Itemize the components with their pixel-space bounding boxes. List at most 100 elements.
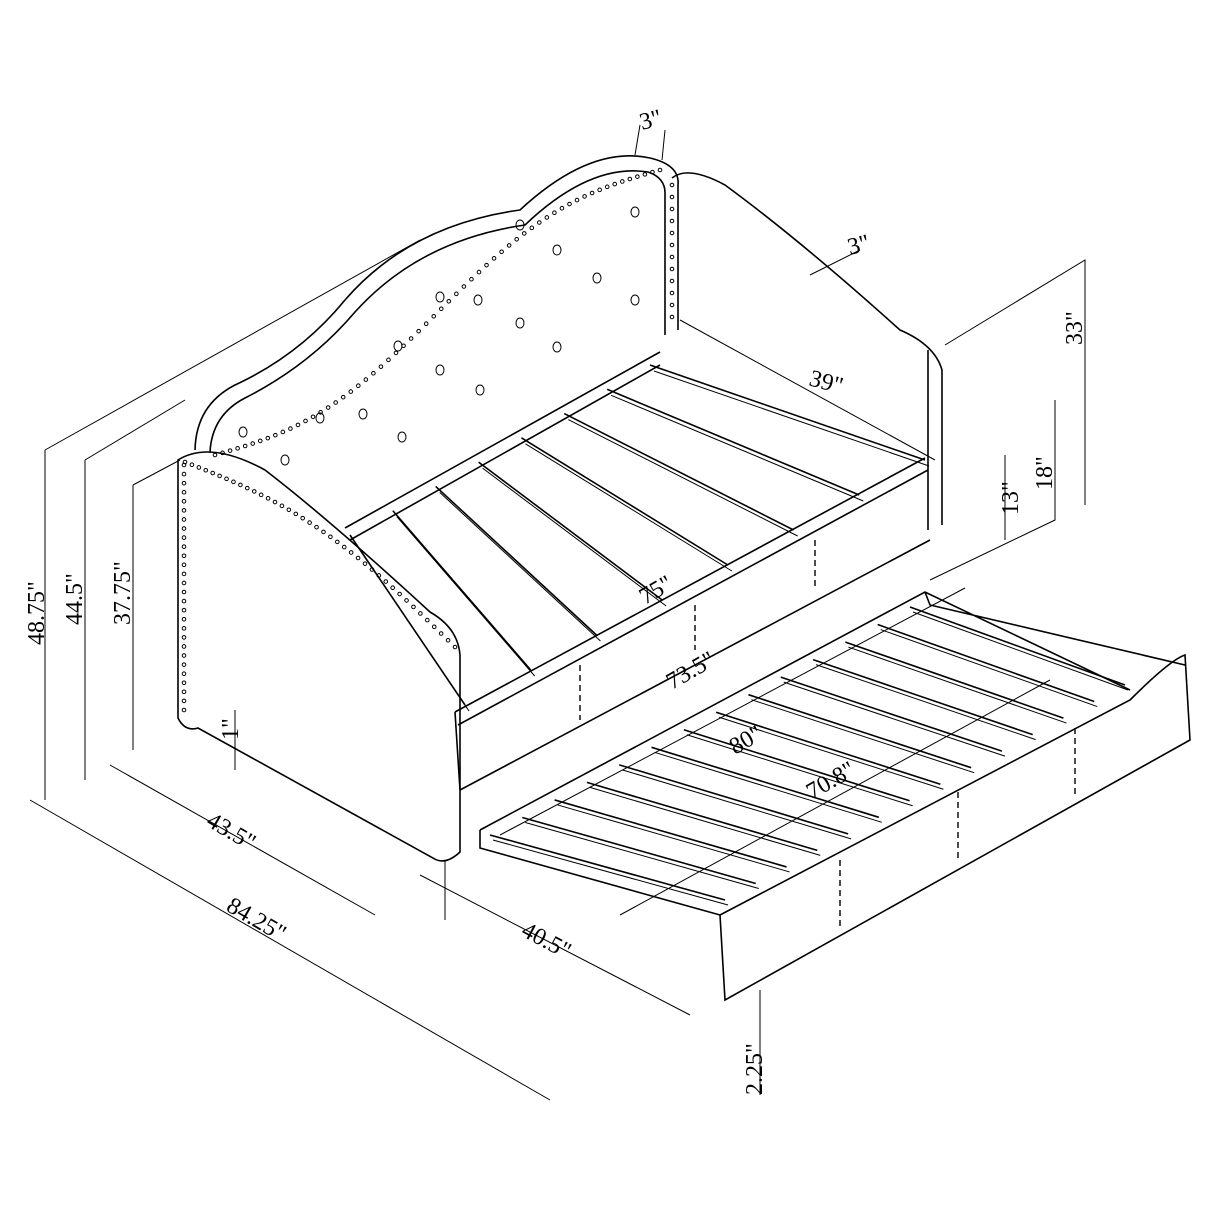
nailhead [484,262,489,268]
trundle-slat-edge [719,716,944,790]
nailhead [273,432,278,438]
nailhead [589,190,595,196]
nailhead [582,194,587,199]
trundle-slat [683,729,910,802]
nailhead [552,210,557,216]
trundle-frame [479,591,1191,1002]
dim-inner-width: 39" [806,366,845,400]
nailhead [310,414,316,420]
nailhead [445,637,451,643]
nailhead [521,231,527,236]
slat-edge [396,516,536,677]
dim-overall-height: 48.75" [24,581,50,645]
nailhead [348,550,354,555]
nailhead [220,450,225,456]
slat [563,412,794,531]
nailhead [476,269,482,275]
trundle-slat [651,746,880,819]
nailhead [235,446,240,451]
nailhead [227,448,233,453]
slat-edge [353,540,470,712]
nailhead [272,499,278,505]
nailhead [383,579,389,584]
nailhead [567,201,572,207]
trundle-slat-edge [848,646,1067,724]
nailhead [423,321,429,327]
trundle-slat-edge [686,734,913,807]
nailhead [452,644,458,650]
nailhead [642,172,648,177]
nailhead [196,465,202,470]
nailhead [231,479,236,485]
slat [521,437,729,566]
slat-edge [525,443,733,572]
nailhead [371,370,376,376]
trundle-slat [780,676,1003,752]
nailhead [181,598,187,604]
nailhead [181,580,187,586]
nailhead [335,539,340,545]
nailhead [418,611,423,616]
nailhead [181,680,187,686]
trundle-slat-edge [912,611,1129,691]
dim-trundle-clearance: 2.25" [742,1043,768,1095]
trundle-slat [845,641,1064,719]
tuft-button [358,408,368,420]
front-rail [454,457,931,791]
tuft-button [315,412,325,424]
nailhead [181,698,187,704]
nailhead [181,498,187,504]
nailhead [181,544,187,549]
slat [392,510,532,671]
tuft-button [435,291,445,303]
nailhead [604,184,610,190]
nailhead [669,194,675,200]
slat-edge [568,419,798,537]
trundle-slats [489,606,1129,906]
dim-rail-height: 13" [998,481,1024,515]
nailhead [669,290,675,296]
nailhead [431,313,437,319]
nailhead [362,561,368,566]
nailhead [378,364,384,369]
nailhead [341,544,347,550]
slat [478,461,663,601]
slat [649,364,926,461]
nailhead [181,671,187,677]
nailhead [242,443,248,449]
nailhead [181,526,187,531]
trundle-slat-edge [880,629,1098,708]
nailhead [669,182,675,188]
slat [606,388,860,496]
trundle-slat-edge [622,769,852,840]
nailhead [446,298,452,304]
nailhead [181,571,187,577]
tuft-button [552,244,562,256]
trundle-slat-edge [751,699,975,774]
trundle-slat-edge [654,751,882,823]
trundle-slat [522,816,756,885]
nailhead [217,473,222,479]
nailhead [181,653,187,658]
dim-leg-height: 1" [218,718,244,740]
nailhead [404,598,409,603]
nailhead [203,467,209,473]
nailhead [393,350,399,356]
nailhead [438,306,444,312]
nailhead [669,254,675,260]
nailhead [544,215,550,220]
nailhead [181,489,187,495]
nailhead [181,562,187,568]
tuft-button [473,294,483,306]
trundle-slat [748,693,972,769]
tuft-button [475,384,485,396]
nailhead [181,707,187,713]
nailhead [181,689,187,695]
dim-overall-length: 84.25" [222,893,290,947]
nailhead [328,534,333,540]
bed-slats [349,364,930,712]
trundle-slat-edge [783,681,1006,757]
trundle-slat [489,834,726,901]
nailhead [265,435,271,441]
nailhead [181,589,187,595]
